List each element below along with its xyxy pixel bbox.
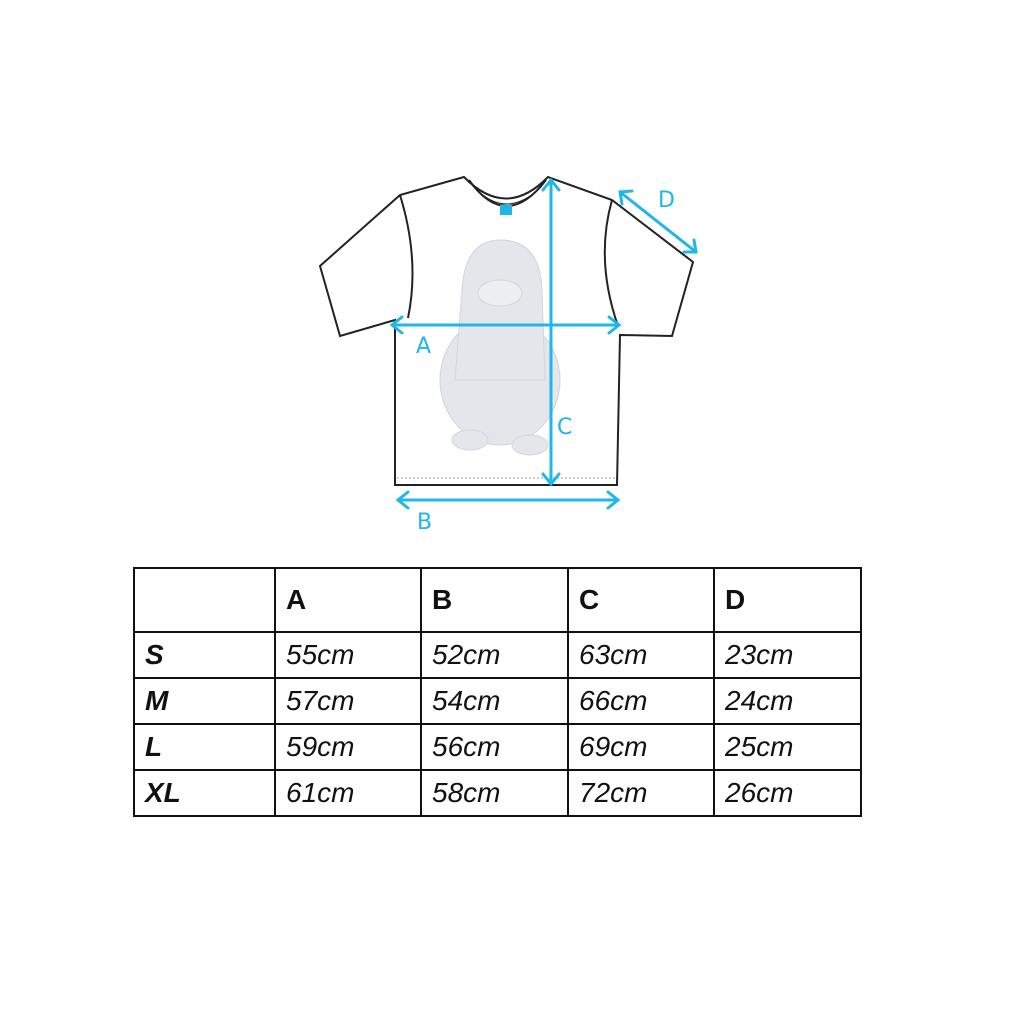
table-row: S 55cm 52cm 63cm 23cm — [133, 631, 862, 679]
header-cell: B — [420, 567, 569, 633]
label-c: C — [557, 415, 573, 440]
label-a: A — [416, 334, 432, 359]
value-cell: 56cm — [420, 723, 569, 771]
value-cell: 52cm — [420, 631, 569, 679]
value-cell: 54cm — [420, 677, 569, 725]
size-cell: L — [133, 723, 276, 771]
header-cell: C — [567, 567, 715, 633]
table-row: XL 61cm 58cm 72cm 26cm — [133, 769, 862, 817]
header-row: A B C D — [133, 567, 862, 633]
size-cell: S — [133, 631, 276, 679]
value-cell: 61cm — [274, 769, 422, 817]
value-cell: 72cm — [567, 769, 715, 817]
value-cell: 24cm — [713, 677, 862, 725]
header-cell: A — [274, 567, 422, 633]
value-cell: 26cm — [713, 769, 862, 817]
size-cell: XL — [133, 769, 276, 817]
measurement-arrows — [389, 177, 698, 510]
header-cell — [133, 567, 276, 633]
value-cell: 55cm — [274, 631, 422, 679]
tag-icon — [500, 205, 512, 215]
value-cell: 63cm — [567, 631, 715, 679]
value-cell: 25cm — [713, 723, 862, 771]
penguin-image — [439, 239, 561, 456]
value-cell: 69cm — [567, 723, 715, 771]
table-row: M 57cm 54cm 66cm 24cm — [133, 677, 862, 725]
label-b: B — [417, 510, 433, 535]
value-cell: 23cm — [713, 631, 862, 679]
size-chart-table: A B C D S 55cm 52cm 63cm 23cm M 57cm 54c… — [133, 567, 862, 817]
value-cell: 57cm — [274, 677, 422, 725]
size-cell: M — [133, 677, 276, 725]
tshirt-diagram — [318, 175, 698, 510]
value-cell: 58cm — [420, 769, 569, 817]
table-row: L 59cm 56cm 69cm 25cm — [133, 723, 862, 771]
header-cell: D — [713, 567, 862, 633]
value-cell: 59cm — [274, 723, 422, 771]
value-cell: 66cm — [567, 677, 715, 725]
label-d: D — [658, 188, 675, 213]
